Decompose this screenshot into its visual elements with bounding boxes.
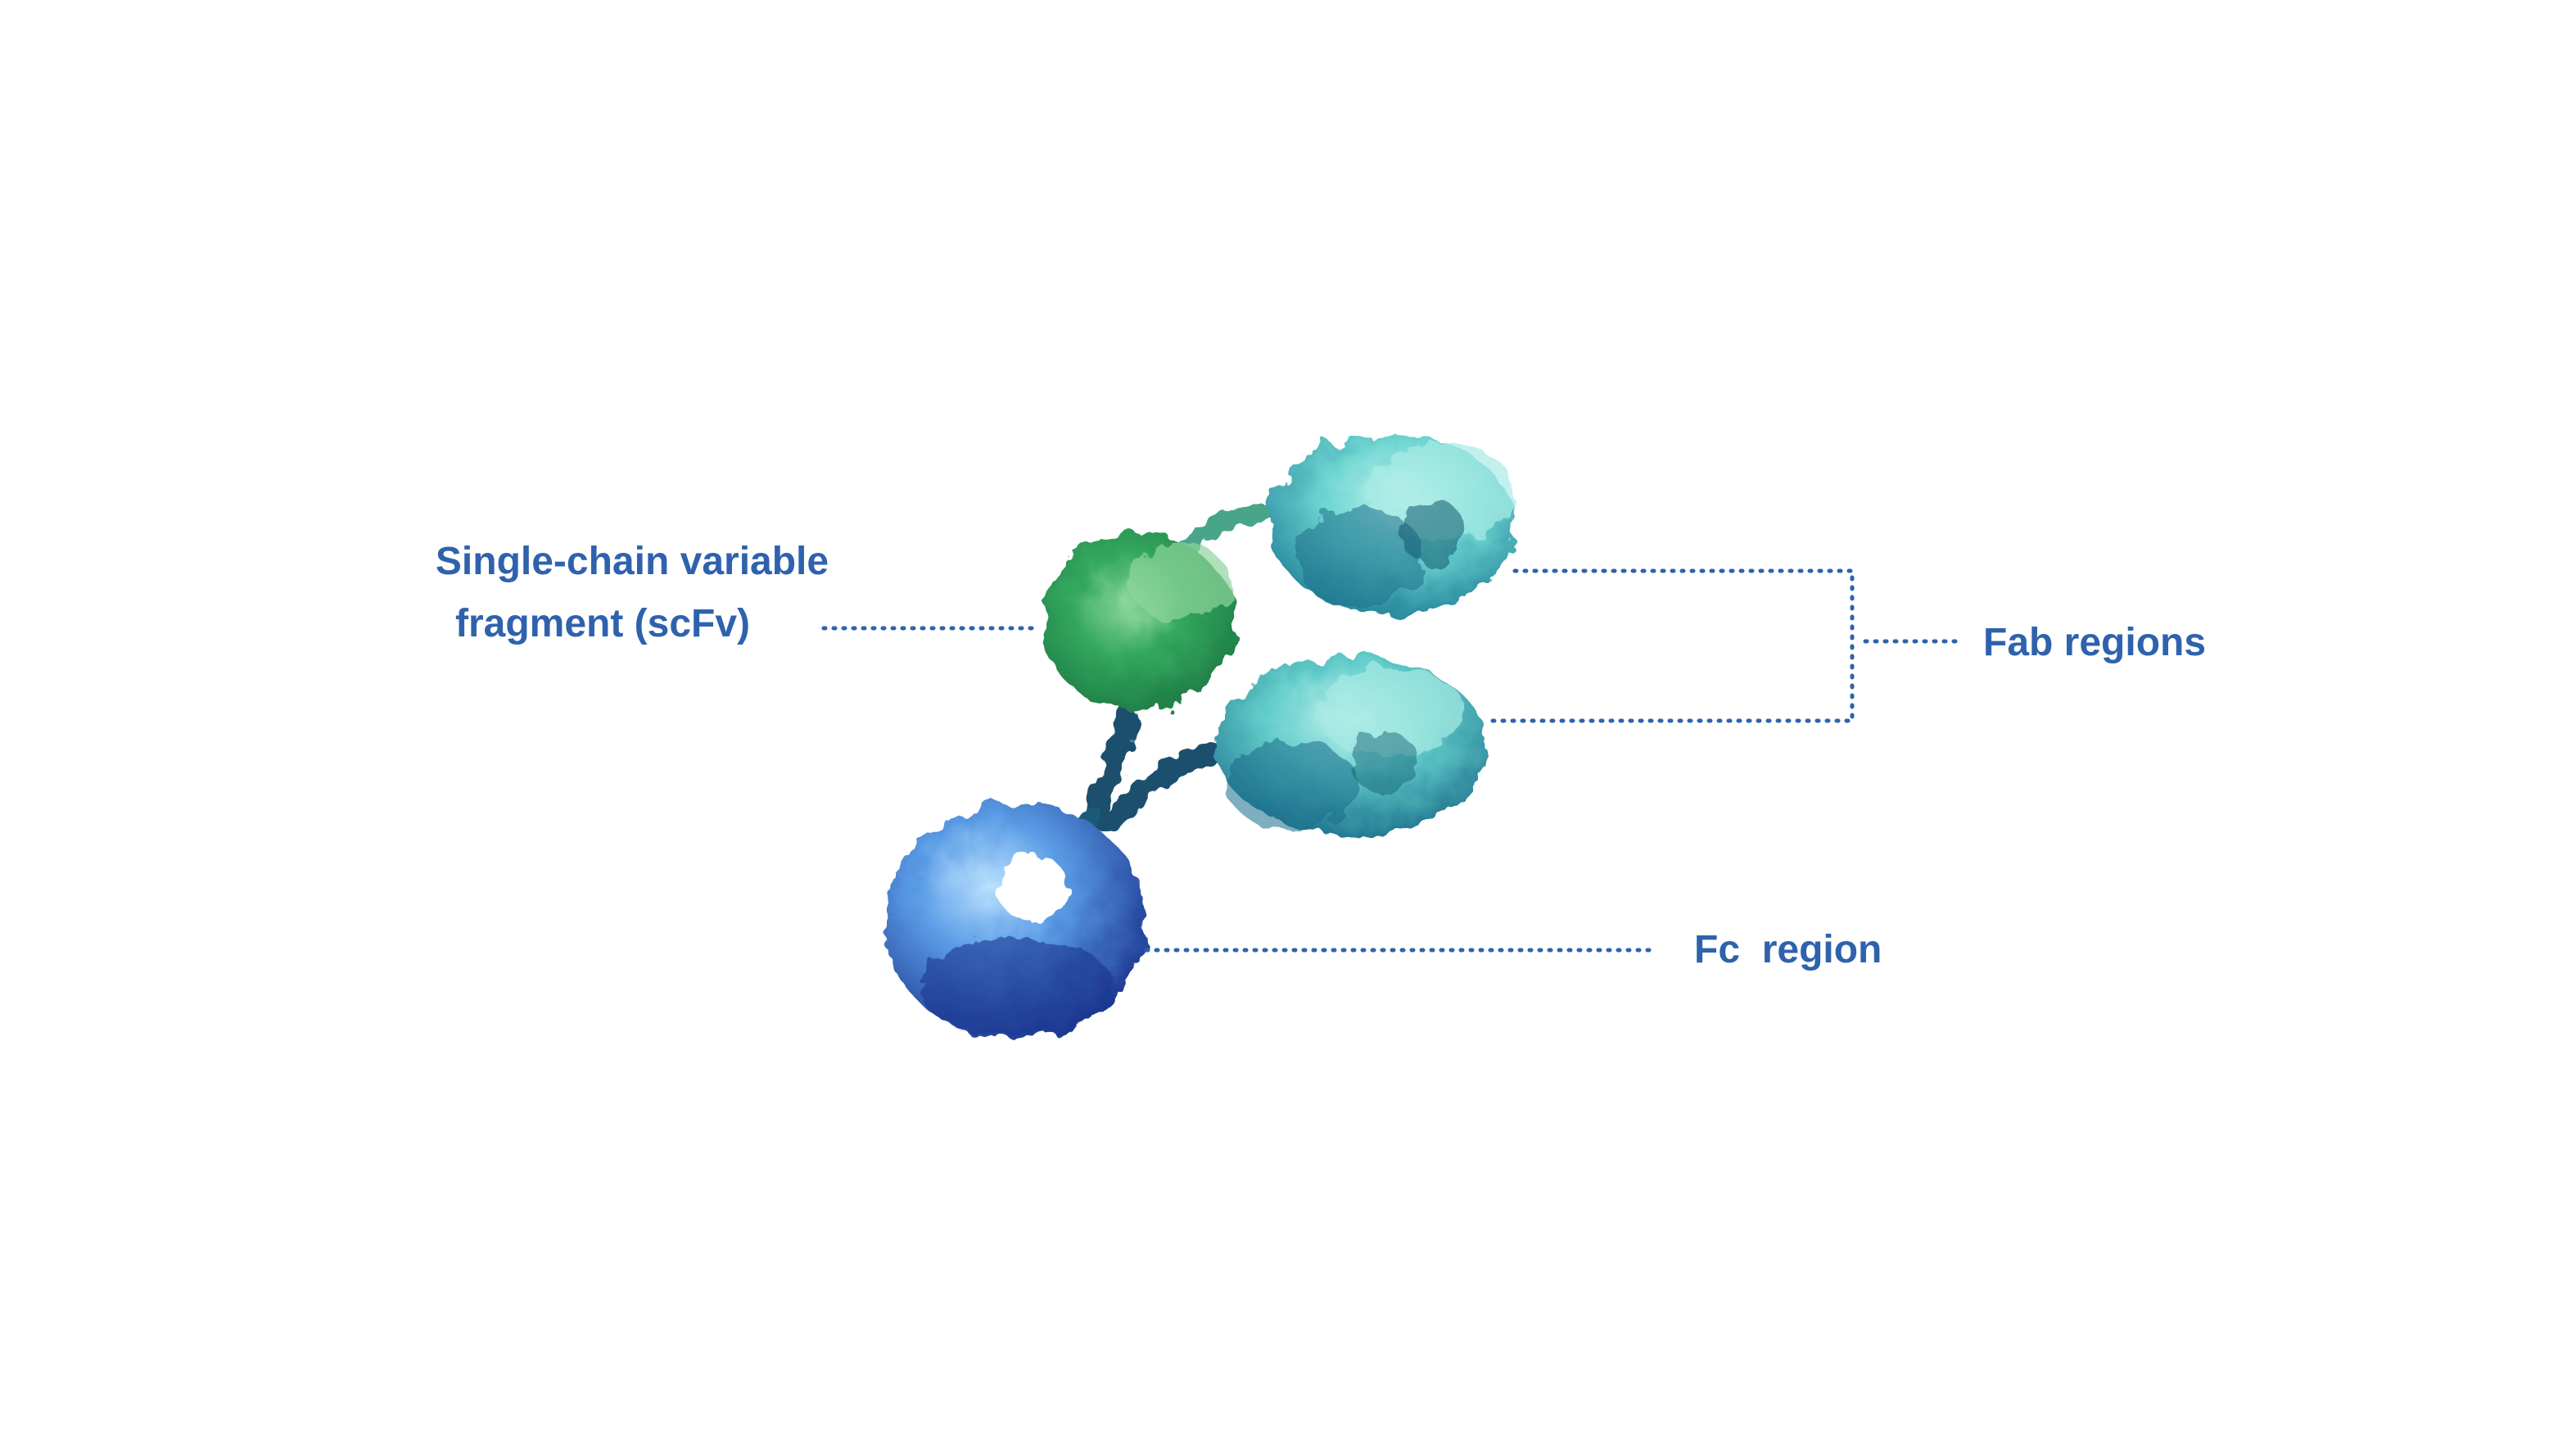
fab-domain-upper: [1269, 434, 1515, 614]
scfv-label-line-2: fragment (scFv): [454, 602, 751, 645]
fab-regions-label: Fab regions: [1983, 621, 2207, 664]
scfv-label-line-1: Single-chain variable: [435, 540, 829, 583]
fab-upper-leader-line: [1488, 568, 1855, 723]
fc-domain: [884, 803, 1146, 1040]
fab-domain-lower: [1216, 655, 1486, 835]
hinge-linker-lower: [1084, 694, 1222, 831]
scfv-label: Single-chain variable fragment (scFv): [406, 542, 858, 644]
leader-lines: [821, 568, 1959, 953]
fc-region-label: Fc region: [1694, 928, 1882, 971]
scfv-domain: [1042, 534, 1235, 711]
